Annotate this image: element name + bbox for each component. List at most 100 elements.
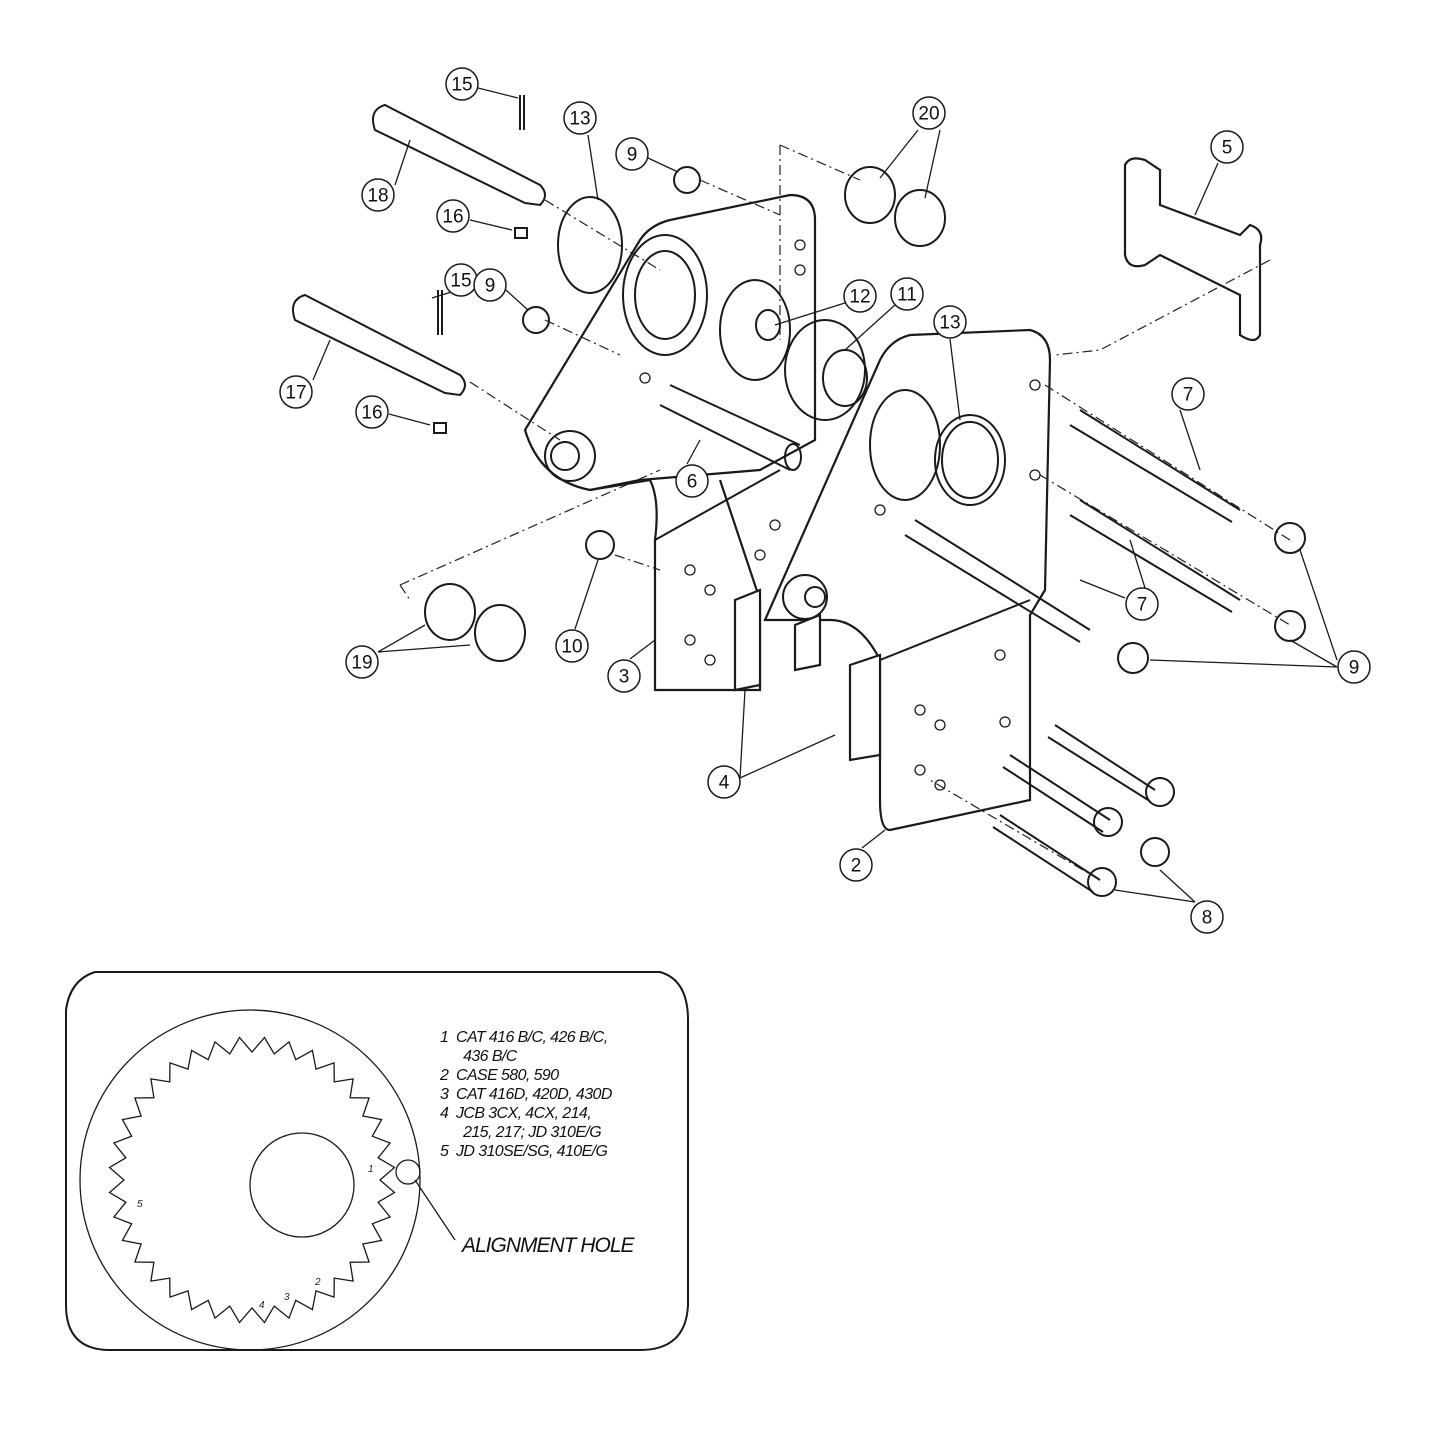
callout-13: 13 (933, 305, 967, 339)
callout-circle (1125, 587, 1159, 621)
gear-mark-3: 3 (284, 1292, 290, 1303)
callout-number: 7 (1183, 385, 1194, 406)
legend-line: 436 B/C (440, 1048, 517, 1065)
callout-circle (436, 199, 470, 233)
legend-line: 215, 217; JD 310E/G (440, 1124, 602, 1141)
gear-mark-5: 5 (137, 1199, 143, 1210)
callout-circle (912, 96, 946, 130)
callout-number: 15 (451, 75, 472, 96)
callout-number: 12 (849, 287, 870, 308)
gear-mark-2: 2 (314, 1277, 321, 1288)
callout-7: 7 (1125, 587, 1159, 621)
callout-circle (473, 268, 507, 302)
gear-bore (249, 1132, 355, 1238)
callout-4: 4 (707, 765, 741, 799)
callout-number: 3 (619, 667, 630, 688)
center-lines (399, 144, 1291, 881)
ring-gear-teeth (108, 1036, 396, 1324)
callout-number: 7 (1137, 595, 1148, 616)
leader-lines (312, 87, 1338, 903)
callout-circle (563, 101, 597, 135)
brackets (733, 588, 882, 762)
callout-group: 15 13 9 20 5 18 16 15 9 12 11 13 7 17 16 6 7 9 19 10 3 4 2 8 (279, 67, 1371, 934)
callout-20: 20 (912, 96, 946, 130)
callout-circle (933, 305, 967, 339)
gear-mark-1: 1 (368, 1164, 374, 1175)
callout-number: 9 (627, 145, 638, 166)
callout-circle (615, 137, 649, 171)
right-side-plate (763, 328, 1052, 832)
callout-circle (607, 659, 641, 693)
inset-frame: 1 2 3 4 5 (65, 971, 689, 1351)
callout-circle (1190, 900, 1224, 934)
callout-circle (675, 464, 709, 498)
callout-number: 5 (1222, 138, 1233, 159)
callout-number: 10 (561, 637, 582, 658)
callout-19: 19 (345, 645, 379, 679)
seal-ring-13 (557, 196, 623, 294)
callout-circle (707, 765, 741, 799)
callout-number: 2 (851, 856, 862, 877)
callout-circle (355, 395, 389, 429)
callout-12: 12 (843, 279, 877, 313)
callout-16: 16 (355, 395, 389, 429)
alignment-hole (395, 1159, 421, 1185)
callout-number: 18 (367, 186, 388, 207)
callout-number: 19 (351, 653, 372, 674)
callout-7: 7 (1171, 377, 1205, 411)
callout-number: 20 (918, 104, 939, 125)
callout-3: 3 (607, 659, 641, 693)
callout-16: 16 (436, 199, 470, 233)
callout-circle (445, 67, 479, 101)
callout-2: 2 (839, 848, 873, 882)
legend-line: 5 JD 310SE/SG, 410E/G (440, 1143, 608, 1160)
callout-6: 6 (675, 464, 709, 498)
callout-number: 17 (285, 383, 306, 404)
callout-number: 13 (569, 109, 590, 130)
rods-and-bolts (522, 166, 1306, 897)
callout-8: 8 (1190, 900, 1224, 934)
callout-number: 9 (485, 276, 496, 297)
callout-18: 18 (361, 178, 395, 212)
gear-mark-4: 4 (259, 1300, 265, 1311)
callout-number: 16 (442, 207, 463, 228)
callout-circle (361, 178, 395, 212)
callout-9: 9 (1337, 650, 1371, 684)
callout-circle (1337, 650, 1371, 684)
legend-line: 1 CAT 416 B/C, 426 B/C, (440, 1029, 608, 1046)
legend-line: 3 CAT 416D, 420D, 430D (440, 1086, 612, 1103)
pins (292, 95, 546, 434)
callout-number: 9 (1349, 658, 1360, 679)
callout-number: 11 (897, 285, 917, 306)
callout-number: 8 (1202, 908, 1213, 929)
callout-11: 11 (890, 277, 924, 311)
callout-17: 17 (279, 375, 313, 409)
callout-circle (1210, 130, 1244, 164)
bushings (424, 166, 946, 662)
callout-number: 13 (939, 313, 960, 334)
callout-circle (839, 848, 873, 882)
callout-5: 5 (1210, 130, 1244, 164)
legend-line: 4 JCB 3CX, 4CX, 214, (440, 1105, 592, 1122)
callout-13: 13 (563, 101, 597, 135)
legend-line: 2 CASE 580, 590 (440, 1067, 559, 1084)
callout-number: 15 (450, 271, 471, 292)
callout-9: 9 (473, 268, 507, 302)
callout-15: 15 (444, 263, 478, 297)
callout-number: 16 (361, 403, 382, 424)
callout-circle (279, 375, 313, 409)
callout-circle (555, 629, 589, 663)
machine-compatibility-legend: 1 CAT 416 B/C, 426 B/C, 436 B/C 2 CASE 5… (440, 1028, 612, 1161)
bracket-part-5 (1123, 157, 1263, 342)
callout-circle (1171, 377, 1205, 411)
callout-10: 10 (555, 629, 589, 663)
alignment-hole-label: ALIGNMENT HOLE (462, 1234, 635, 1257)
callout-15: 15 (445, 67, 479, 101)
callout-9: 9 (615, 137, 649, 171)
callout-number: 4 (719, 773, 730, 794)
callout-circle (345, 645, 379, 679)
callout-number: 6 (687, 472, 698, 493)
callout-circle (843, 279, 877, 313)
left-side-plate (523, 193, 817, 692)
